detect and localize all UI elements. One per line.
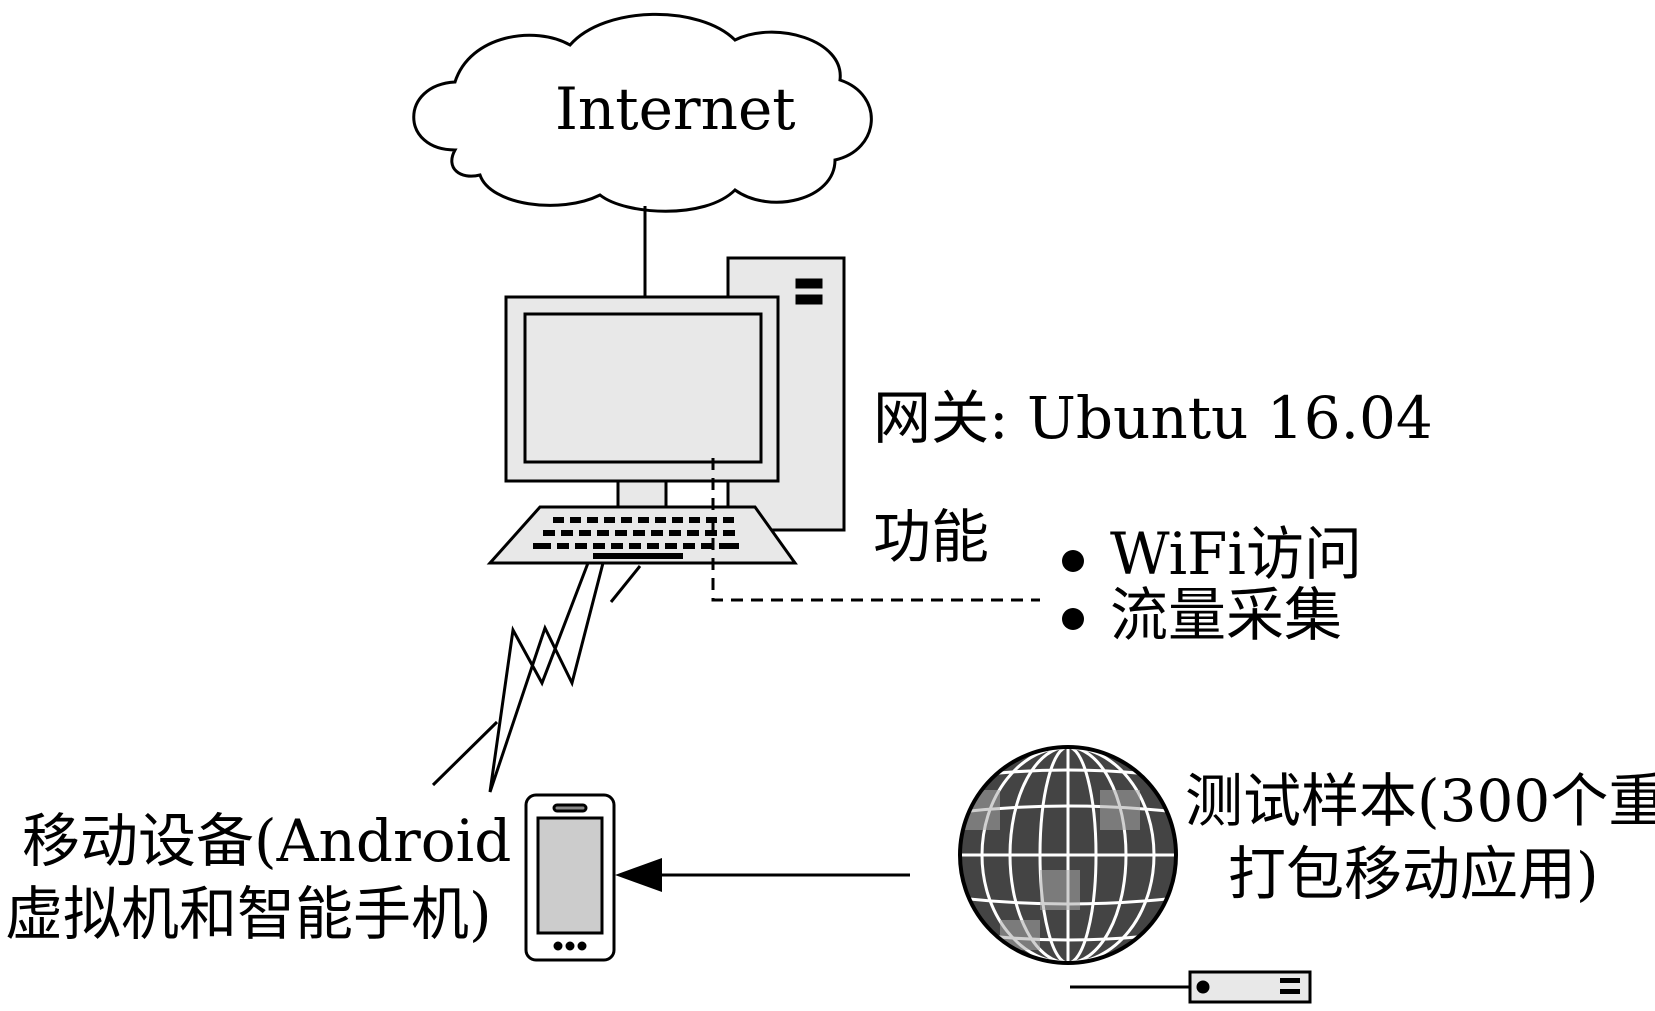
keyboard-icon bbox=[486, 505, 798, 565]
function-item-traffic: 流量采集 bbox=[1110, 581, 1343, 649]
smartphone-icon bbox=[524, 793, 616, 962]
monitor-icon bbox=[504, 295, 780, 509]
wireless-wave-line bbox=[609, 565, 642, 603]
mobile-device-label-line1: 移动设备(Android bbox=[22, 807, 512, 875]
function-bullet bbox=[1062, 550, 1084, 572]
wireless-link-icon bbox=[488, 561, 605, 793]
test-samples-label-line1: 测试样本(300个重 bbox=[1185, 767, 1655, 835]
function-connector-line bbox=[711, 458, 1040, 602]
test-samples-label-line2: 打包移动应用) bbox=[1228, 840, 1599, 908]
wireless-wave-line bbox=[431, 720, 499, 787]
internet-cloud-icon bbox=[412, 12, 873, 213]
globe-icon bbox=[958, 745, 1178, 965]
gateway-label: 网关: Ubuntu 16.04 bbox=[873, 384, 1433, 452]
function-item-wifi: WiFi访问 bbox=[1110, 520, 1362, 588]
mobile-device-label-line2: 虚拟机和智能手机) bbox=[5, 880, 492, 948]
function-bullet bbox=[1062, 608, 1084, 630]
internet-label: Internet bbox=[555, 75, 796, 143]
install-arrow-icon bbox=[615, 858, 910, 892]
functions-label: 功能 bbox=[873, 503, 990, 571]
storage-device-icon bbox=[1070, 970, 1312, 1004]
